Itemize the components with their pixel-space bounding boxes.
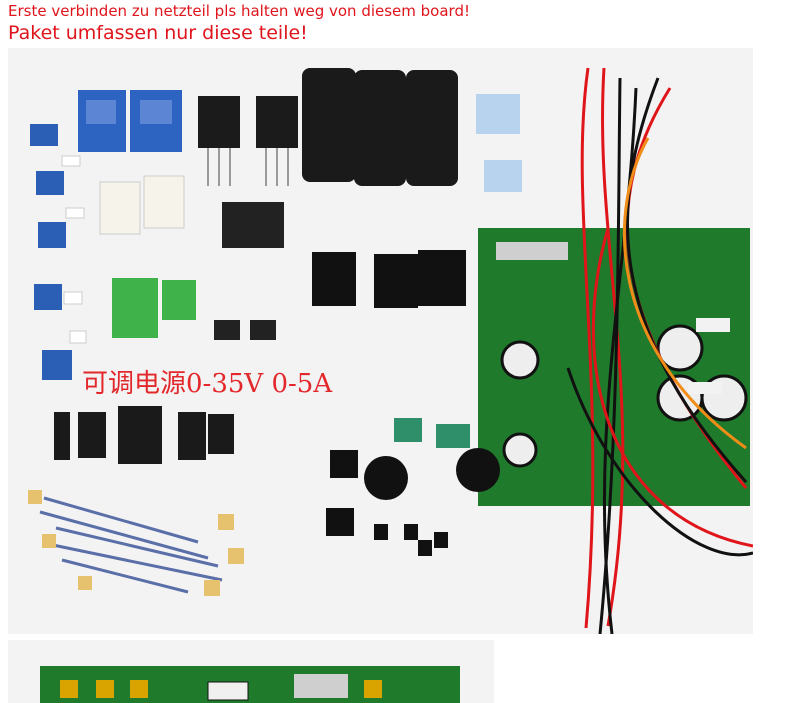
product-photo: 可调电源0-35V 0-5A	[8, 48, 753, 634]
resistors	[39, 496, 223, 594]
terminal-block	[162, 280, 196, 320]
heatsink	[418, 250, 466, 306]
product-photo-illustration: 可调电源0-35V 0-5A	[28, 67, 753, 634]
small-capacitors	[54, 406, 234, 464]
power-resistor	[99, 181, 141, 235]
relays	[78, 90, 182, 152]
insulator-pad	[484, 160, 522, 192]
heatsink	[312, 252, 356, 306]
warning-text-line-1: Erste verbinden zu netzteil pls halten w…	[8, 2, 470, 20]
bridge-rectifier	[222, 202, 284, 248]
insulator-pad	[476, 94, 520, 134]
electrolytic-capacitors	[302, 68, 458, 186]
product-photo-bottom-strip	[8, 640, 494, 703]
terminal-block	[112, 278, 158, 338]
power-resistor	[143, 175, 185, 229]
ic-sockets	[214, 320, 358, 536]
trimpots	[30, 124, 87, 380]
yellow-capacitors	[28, 490, 244, 596]
product-label-overlay: 可调电源0-35V 0-5A	[82, 369, 333, 399]
small-transistors	[374, 524, 448, 556]
wires	[566, 67, 753, 634]
pcb-board-strip	[40, 666, 460, 703]
warning-text-line-2: Paket umfassen nur diese teile!	[8, 22, 308, 44]
potentiometers	[364, 418, 500, 500]
power-transistors	[198, 96, 298, 186]
heatsink	[374, 254, 418, 308]
